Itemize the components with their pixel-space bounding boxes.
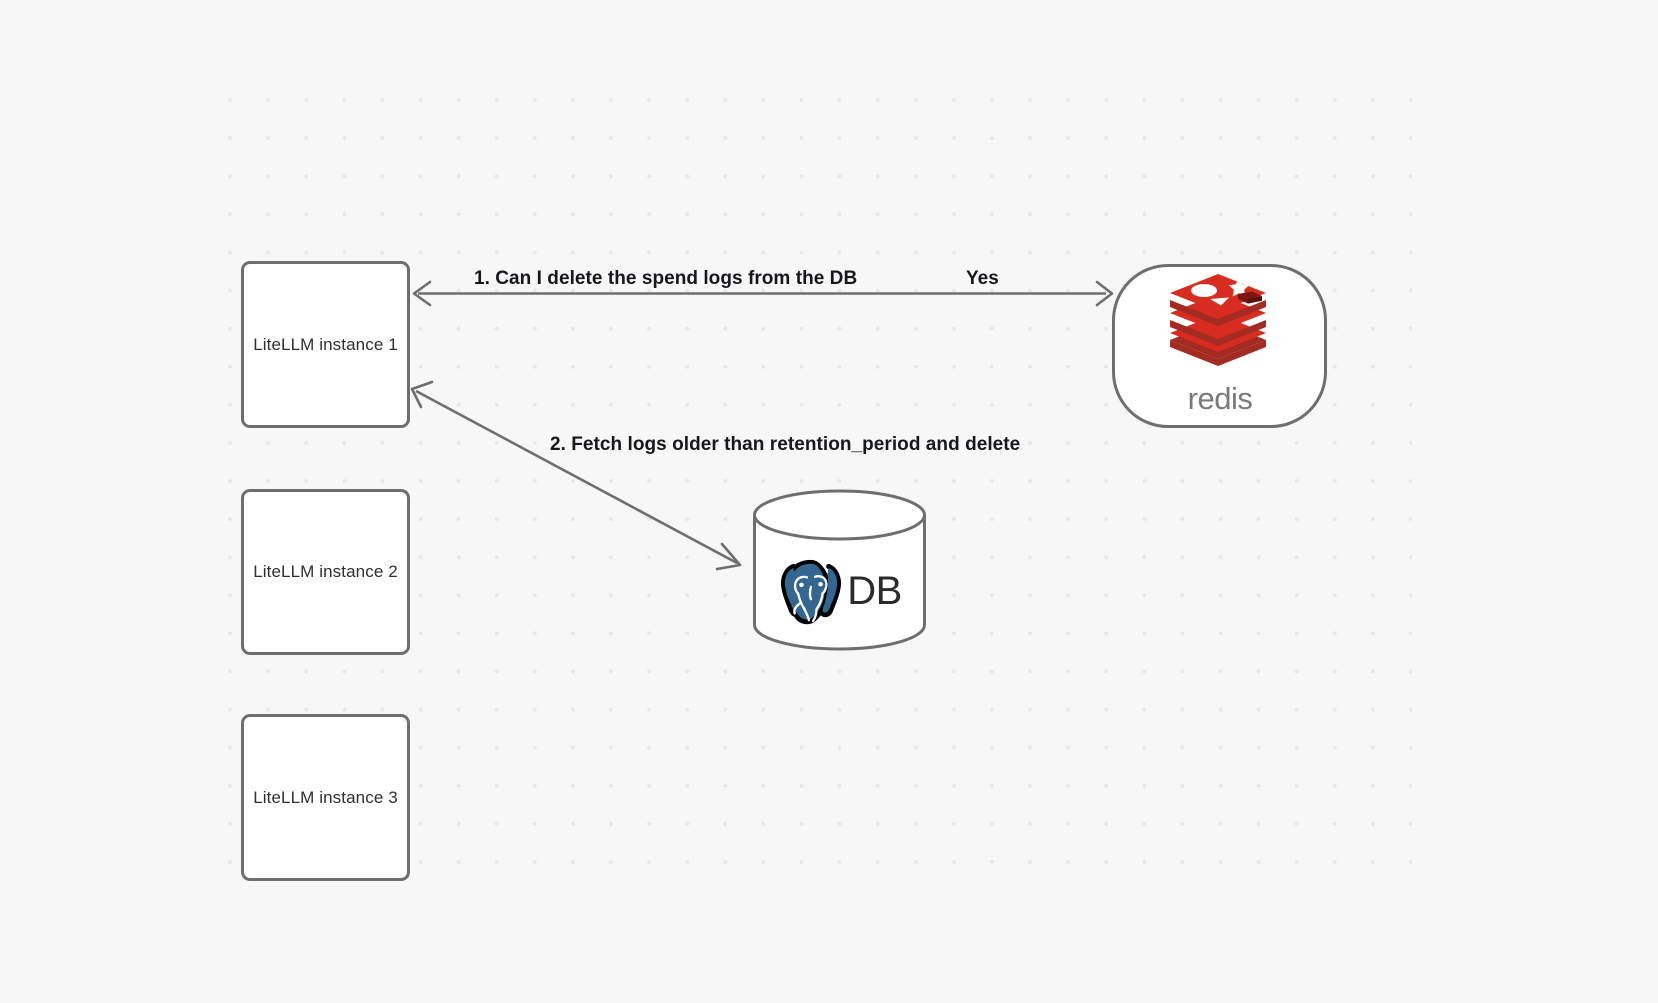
node-litellm-instance-3[interactable]: LiteLLM instance 3 — [241, 714, 410, 881]
svg-text:redis: redis — [1187, 381, 1252, 416]
node-litellm-instance-3-label: LiteLLM instance 3 — [253, 787, 398, 807]
node-litellm-instance-1[interactable]: LiteLLM instance 1 — [241, 261, 410, 428]
redis-logo-icon — [1169, 273, 1266, 366]
postgresql-elephant-icon — [781, 559, 842, 625]
database-logo-row: DB — [752, 489, 927, 651]
edge-litellm-1-to-database — [410, 380, 742, 571]
node-litellm-instance-1-label: LiteLLM instance 1 — [253, 334, 398, 354]
edge-label-step-1: 1. Can I delete the spend logs from the … — [474, 268, 858, 289]
node-litellm-instance-2-label: LiteLLM instance 2 — [253, 562, 398, 581]
database-label: DB — [847, 568, 902, 613]
node-litellm-instance-2[interactable]: LiteLLM instance 2 — [241, 489, 410, 655]
edge-label-step-2: 2. Fetch logs older than retention_perio… — [550, 434, 1021, 455]
edge-label-step-1-answer: Yes — [966, 268, 999, 289]
node-database[interactable]: DB — [752, 489, 927, 651]
redis-wordmark: redis — [1187, 381, 1252, 416]
node-redis[interactable]: redis — [1112, 264, 1327, 428]
